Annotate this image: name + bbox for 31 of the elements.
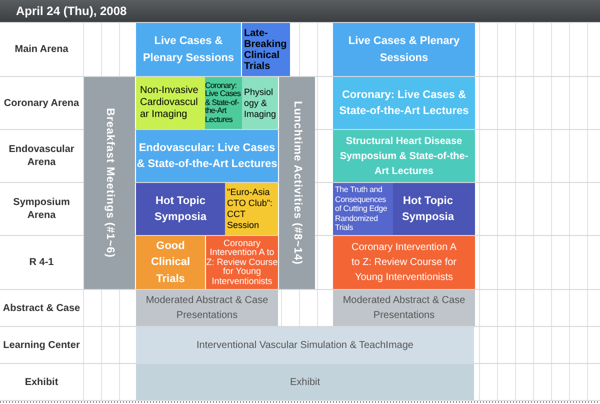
row-label: Endovascular Arena [8, 143, 76, 169]
session-block: Live Cases & Plenary Sessions [333, 23, 475, 76]
session-block: Exhibit [136, 364, 474, 400]
session-block: Coronary Intervention A to Z: Review Course for Young Interventionists [333, 236, 475, 289]
session-block: Hot Topic Symposia [136, 183, 225, 235]
session-block: Moderated Abstract & Case Presentations [333, 290, 475, 326]
row-label: Main Arena [14, 43, 68, 56]
session-block: Good Clinical Trials [136, 236, 205, 289]
session-block: Breakfast Meetings (#1~6) [84, 77, 135, 289]
session-block: Moderated Abstract & Case Presentations [136, 290, 278, 326]
row-label: R 4-1 [29, 256, 54, 269]
date-title: April 24 (Thu), 2008 [16, 3, 127, 20]
row-label: Learning Center [3, 338, 80, 352]
session-block: Endovascular: Live Cases & State-of-the-Art Lectures [136, 130, 278, 182]
session-block: Non-Invasive Cardiovascular Imaging [136, 77, 205, 129]
session-block: Coronary: Live Cases & State-of-the-Art Lectures [205, 77, 242, 129]
session-block: "Euro-Asia CTO Club": CCT Session [225, 183, 278, 235]
session-block: Coronary Intervention A to Z: Review Course for Young Interventionists [206, 236, 278, 289]
session-block: Interventional Vascular Simulation & TeachImage [136, 327, 474, 363]
session-block: Coronary: Live Cases & State-of-the-Art Lectures [333, 77, 475, 129]
row-label: Coronary Arena [4, 96, 80, 110]
session-block: Live Cases & Plenary Sessions [136, 23, 241, 76]
row-label: Exhibit [24, 376, 58, 388]
session-block: Late-Breaking Clinical Trials [242, 23, 290, 76]
session-block: Structural Heart Disease Symposium & State-of-the-Art Lectures [333, 130, 475, 182]
row-label: Abstract & Case [2, 302, 80, 314]
session-block: Physiology & Imaging [242, 77, 278, 129]
session-block: Lunchtime Activities (#8~14) [279, 77, 315, 289]
session-block: The Truth and Consequences of Cutting Edge Randomized Trials [333, 183, 393, 235]
row-label: Symposium Arena [12, 196, 71, 222]
session-block: The Truth and Consequences of Cutting Edge Randomized Trials Hot Topic Symposia [333, 183, 475, 235]
